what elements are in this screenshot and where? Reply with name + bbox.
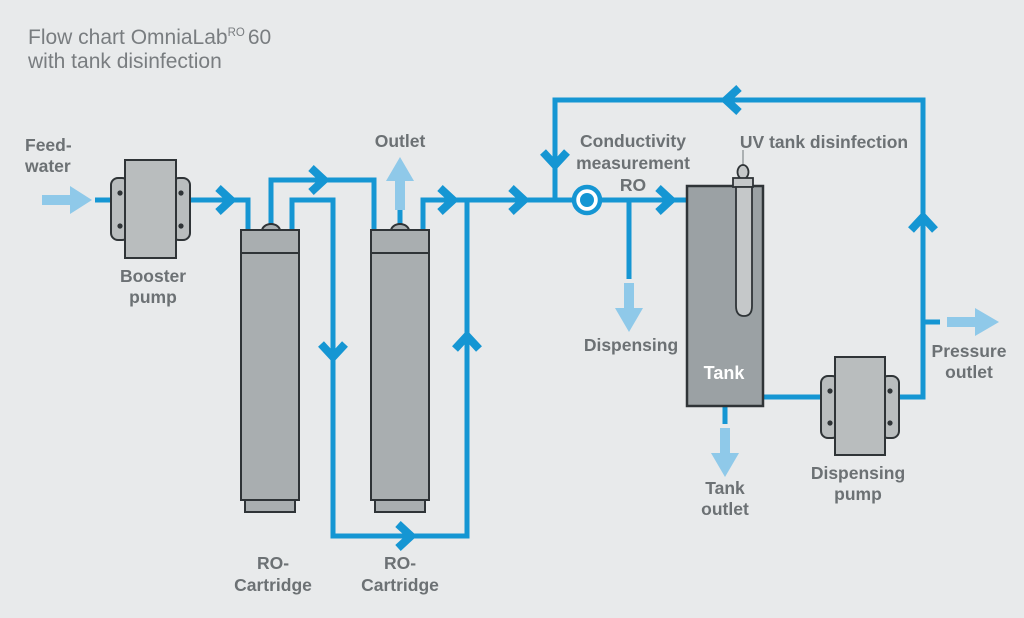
pressure-outlet-arrow-icon bbox=[947, 308, 999, 336]
feed-water-label: water bbox=[24, 156, 71, 176]
title-suffix: 60 bbox=[247, 26, 272, 49]
dispensing-pump-label: pump bbox=[834, 484, 882, 504]
ro-cartridge-2-label: RO- bbox=[384, 553, 416, 573]
bolt-icon bbox=[827, 420, 833, 426]
flow-direction-arrow-right-icon bbox=[215, 185, 237, 215]
booster-pump-label: Booster bbox=[120, 266, 186, 286]
dispensing-pump-body bbox=[834, 356, 886, 456]
title-superscript: RO bbox=[227, 27, 245, 39]
bolt-icon bbox=[178, 190, 184, 196]
flow-direction-arrow-right-icon bbox=[308, 165, 330, 195]
conductivity-label: RO bbox=[620, 175, 646, 195]
ro-cartridge-1-body bbox=[240, 229, 300, 501]
dispensing-arrow-icon bbox=[615, 283, 643, 332]
title-text: Flow chart OmniaLab bbox=[28, 26, 228, 49]
flow-direction-arrow-up-icon bbox=[908, 211, 938, 233]
feed-water-arrow-icon bbox=[42, 186, 92, 214]
pressure-outlet-label: outlet bbox=[945, 362, 993, 382]
ro-cartridge-1-label: Cartridge bbox=[234, 575, 312, 595]
feed-water-label: Feed- bbox=[25, 135, 72, 155]
tank-label: Tank bbox=[704, 363, 746, 383]
conductivity-label: measurement bbox=[576, 153, 690, 173]
ro-cartridge-2-label: Cartridge bbox=[361, 575, 439, 595]
bolt-icon bbox=[887, 420, 893, 426]
conductivity-sensor-icon bbox=[571, 184, 603, 216]
tank-outlet-arrow-icon bbox=[711, 428, 739, 477]
uv-lamp-collar bbox=[732, 177, 754, 188]
pipe-cartridge1-to-cartridge2 bbox=[268, 177, 377, 232]
pipe-main-line bbox=[420, 197, 686, 232]
outlet-arrow-icon bbox=[386, 157, 414, 210]
flow-direction-arrow-right-icon bbox=[655, 185, 677, 215]
flow-direction-arrow-up-icon bbox=[452, 330, 482, 352]
dispensing-label: Dispensing bbox=[584, 335, 678, 355]
flow-direction-arrow-down-icon bbox=[540, 149, 570, 171]
pipe-recirculation-loop bbox=[289, 197, 470, 539]
pressure-outlet-label: Pressure bbox=[932, 341, 1007, 361]
flow-direction-arrow-left-icon bbox=[720, 85, 742, 115]
dispensing-pump bbox=[820, 356, 900, 456]
flow-direction-arrow-down-icon bbox=[318, 341, 348, 363]
dispensing-pump-label: Dispensing bbox=[811, 463, 905, 483]
uv-tank-disinfection-label: UV tank disinfection bbox=[740, 132, 908, 152]
booster-pump-label: pump bbox=[129, 287, 177, 307]
flow-direction-arrow-right-icon bbox=[437, 185, 459, 215]
bolt-icon bbox=[827, 388, 833, 394]
bolt-icon bbox=[887, 388, 893, 394]
flow-direction-arrow-right-icon bbox=[508, 185, 530, 215]
ro-cartridge-2 bbox=[370, 223, 430, 513]
tank-outlet-label: Tank bbox=[705, 478, 745, 498]
uv-lamp-plug bbox=[736, 164, 750, 180]
conductivity-label: Conductivity bbox=[580, 131, 686, 151]
booster-pump bbox=[110, 159, 191, 259]
tank bbox=[685, 150, 765, 408]
bolt-icon bbox=[178, 223, 184, 229]
flow-direction-arrow-right-icon bbox=[395, 521, 417, 551]
ro-cartridge-2-body bbox=[370, 229, 430, 501]
bolt-icon bbox=[117, 190, 123, 196]
conductivity-sensor-core bbox=[580, 193, 594, 207]
ro-cartridge-1-label: RO- bbox=[257, 553, 289, 573]
chart-title-line2: with tank disinfection bbox=[28, 50, 222, 73]
outlet-label: Outlet bbox=[375, 131, 426, 151]
uv-lamp-tube bbox=[735, 186, 753, 317]
ro-cartridge-1 bbox=[240, 223, 300, 513]
bolt-icon bbox=[117, 223, 123, 229]
booster-pump-body bbox=[124, 159, 177, 259]
tank-outlet-label: outlet bbox=[701, 499, 749, 519]
